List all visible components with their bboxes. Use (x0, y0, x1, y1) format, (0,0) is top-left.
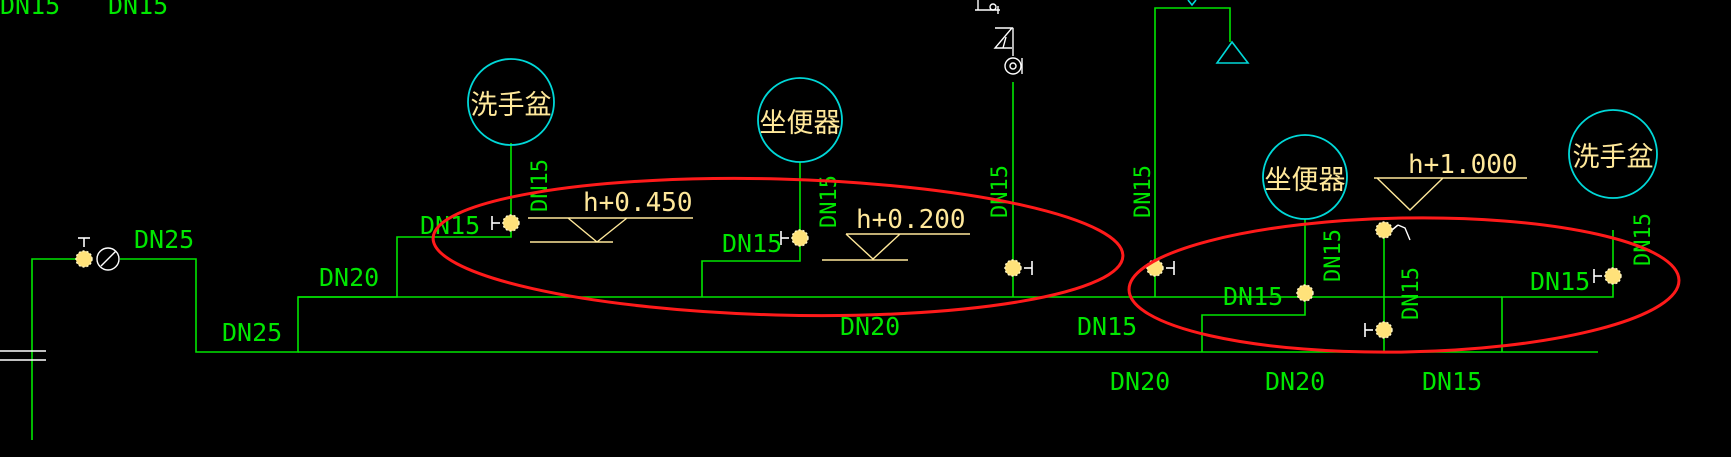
pipe-size-label: DN25 (134, 225, 194, 254)
valve-icon (1375, 221, 1411, 241)
fixture-label: 洗手盆 (471, 90, 552, 121)
basin-right-branch (1501, 230, 1614, 352)
fixture-label: 坐便器 (760, 108, 841, 139)
valve-icon (780, 229, 809, 247)
fixture-bubble-basin-left: 洗手盆 (467, 58, 555, 146)
pipe-size-label: DN15 (1631, 213, 1656, 266)
shower-head-icon (1187, 0, 1250, 64)
fixture-bubble-toilet-left: 坐便器 (757, 77, 843, 163)
valve-icon (1364, 321, 1393, 339)
elevation-label: h+0.450 (583, 188, 693, 218)
water-meter-icon (96, 247, 120, 271)
pipe-size-label: DN25 (222, 318, 282, 347)
pipe-size-label: DN15 (1223, 282, 1283, 311)
pipe-size-label: DN15 (1399, 267, 1424, 320)
elevation-mark-shower: h+1.000 (1374, 150, 1527, 211)
pipe-size-label: DN15 (722, 229, 782, 258)
elevation-mark-basin-left: h+0.450 (528, 188, 693, 243)
pipe-size-labels: DN15 DN15 DN25 DN25 DN20 DN15 DN15 DN20 … (0, 0, 1590, 396)
elevation-label: h+0.200 (856, 205, 966, 235)
pipe-size-label: DN20 (1265, 367, 1325, 396)
toilet-left-branch (701, 162, 801, 297)
callout-ellipse-left (431, 176, 1125, 318)
pipe-size-labels-vertical: DN15 DN15 DN15 DN15 DN15 DN15 DN15 (528, 159, 1656, 320)
valve-icon (1296, 284, 1314, 302)
fixture-bubble-basin-right: 洗手盆 (1568, 109, 1658, 199)
elevation-mark-toilet-left: h+0.200 (822, 205, 970, 261)
pipe-size-label: DN20 (319, 263, 379, 292)
fixture-bubble-toilet-right: 坐便器 (1262, 134, 1348, 220)
pipe-size-label: DN15 (1321, 229, 1346, 282)
valve-icon (1593, 267, 1622, 285)
fixture-label: 坐便器 (1265, 165, 1346, 196)
pipe-size-label: DN20 (1110, 367, 1170, 396)
elevation-label: h+1.000 (1408, 150, 1518, 180)
pipe-size-label: DN15 (1131, 165, 1156, 218)
pipe-size-label: DN15 (420, 211, 480, 240)
pipe-size-label: DN15 (0, 0, 60, 20)
pipe-size-label: DN15 (1077, 312, 1137, 341)
pipe-size-label: DN15 (108, 0, 168, 20)
valve-icon (491, 214, 520, 232)
callout-ellipse-right (1127, 216, 1681, 354)
pipe-size-label: DN15 (528, 159, 553, 212)
pipe-size-label: DN15 (1422, 367, 1482, 396)
left-edge-marks (0, 350, 46, 361)
valve-icon (75, 237, 93, 268)
pipe-size-label: DN15 (817, 175, 842, 228)
right-riser (1154, 7, 1231, 297)
check-valve-icon (975, 0, 1023, 75)
pipe-size-label: DN15 (988, 165, 1013, 218)
supply-riser (31, 258, 84, 440)
pipe-size-label: DN15 (1530, 267, 1590, 296)
valve-icon (1004, 259, 1033, 277)
fixture-label: 洗手盆 (1573, 142, 1654, 173)
